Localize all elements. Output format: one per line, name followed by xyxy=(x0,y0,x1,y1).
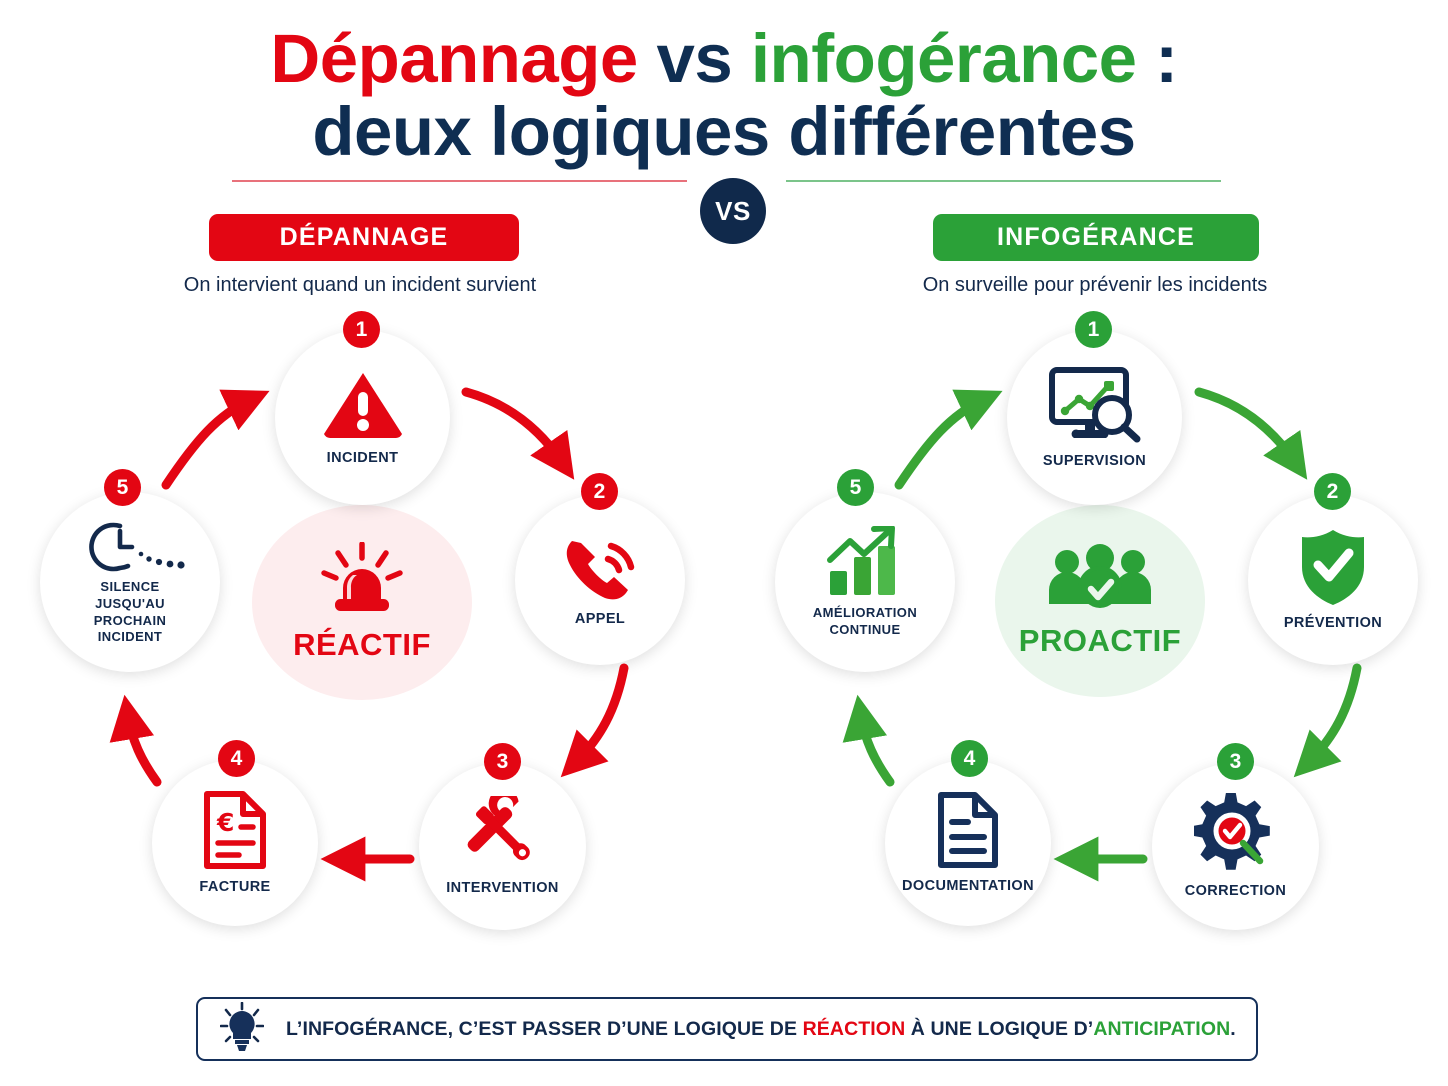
document-lines-icon xyxy=(935,790,1001,870)
center-proactif-label: PROACTIF xyxy=(1018,622,1182,658)
bar-growth-arrow-icon xyxy=(824,525,906,598)
siren-icon xyxy=(319,541,405,619)
node-amelioration[interactable]: AMÉLIORATION CONTINUE xyxy=(775,492,955,672)
node-silence-label: SILENCE JUSQU'AU PROCHAIN INCIDENT xyxy=(93,578,167,645)
node-correction[interactable]: CORRECTION xyxy=(1152,763,1319,930)
step-badge-right-1: 1 xyxy=(1075,311,1112,348)
footer-highlight-anticipation: ANTICIPATION xyxy=(1093,1017,1231,1040)
clock-dots-icon xyxy=(74,518,186,572)
step-badge-right-2: 2 xyxy=(1314,473,1351,510)
footer-text-part3: . xyxy=(1230,1017,1236,1040)
step-badge-left-3: 3 xyxy=(484,743,521,780)
subtitle-depannage: On intervient quand un incident survient xyxy=(183,274,537,296)
node-silence[interactable]: SILENCE JUSQU'AU PROCHAIN INCIDENT xyxy=(40,492,220,672)
warning-triangle-icon xyxy=(321,368,405,442)
step-badge-left-2: 2 xyxy=(581,473,618,510)
section-pill-depannage: DÉPANNAGE xyxy=(209,214,519,261)
node-facture-label: FACTURE xyxy=(199,879,271,896)
node-intervention-label: INTERVENTION xyxy=(446,879,559,896)
lightbulb-icon xyxy=(219,1001,265,1057)
node-facture[interactable]: € FACTURE xyxy=(152,760,318,926)
footer-banner: L’INFOGÉRANCE, C’EST PASSER D’UNE LOGIQU… xyxy=(196,997,1258,1061)
team-check-icon xyxy=(1046,543,1154,615)
title-line-1: Dépannage vs infogérance : xyxy=(0,22,1448,95)
title-word-vs: vs xyxy=(637,20,751,97)
footer-text: L’INFOGÉRANCE, C’EST PASSER D’UNE LOGIQU… xyxy=(286,1018,1236,1041)
step-badge-left-5: 5 xyxy=(104,469,141,506)
footer-highlight-reaction: RÉACTION xyxy=(802,1017,906,1040)
node-supervision-label: SUPERVISION xyxy=(1042,452,1147,469)
step-badge-right-5: 5 xyxy=(837,469,874,506)
center-reactif-label: RÉACTIF xyxy=(293,627,431,662)
center-reactif: RÉACTIF xyxy=(252,505,472,700)
node-incident[interactable]: INCIDENT xyxy=(275,330,450,505)
node-amelioration-label: AMÉLIORATION CONTINUE xyxy=(812,604,918,637)
node-prevention-label: PRÉVENTION xyxy=(1283,615,1383,632)
node-correction-label: CORRECTION xyxy=(1184,882,1287,899)
step-badge-left-4: 4 xyxy=(218,740,255,777)
step-badge-left-1: 1 xyxy=(343,311,380,348)
node-supervision[interactable]: SUPERVISION xyxy=(1007,330,1182,505)
node-intervention[interactable]: INTERVENTION xyxy=(419,763,586,930)
gear-check-magnifier-icon xyxy=(1193,792,1278,875)
step-badge-right-4: 4 xyxy=(951,740,988,777)
monitor-chart-magnifier-icon xyxy=(1047,365,1143,445)
shield-check-icon xyxy=(1298,527,1368,607)
footer-text-part2: À UNE LOGIQUE D’ xyxy=(905,1017,1094,1040)
page-title: Dépannage vs infogérance : deux logiques… xyxy=(0,22,1448,168)
invoice-euro-icon: € xyxy=(201,789,269,871)
center-proactif: PROACTIF xyxy=(995,505,1205,697)
title-word-infogerance: infogérance xyxy=(750,20,1137,97)
node-incident-label: INCIDENT xyxy=(326,449,399,466)
node-documentation-label: DOCUMENTATION xyxy=(902,878,1034,895)
node-appel-label: APPEL xyxy=(574,611,626,628)
section-pill-infogerance: INFOGÉRANCE xyxy=(933,214,1259,261)
divider-left xyxy=(232,180,687,182)
svg-text:€: € xyxy=(216,808,234,837)
title-word-depannage: Dépannage xyxy=(270,20,638,97)
title-line-2: deux logiques différentes xyxy=(312,93,1136,171)
node-prevention[interactable]: PRÉVENTION xyxy=(1248,495,1418,665)
phone-ringing-icon xyxy=(561,531,639,603)
subtitle-infogerance: On surveille pour prévenir les incidents xyxy=(922,274,1268,296)
step-badge-right-3: 3 xyxy=(1217,743,1254,780)
vs-badge: VS xyxy=(700,178,766,244)
node-appel[interactable]: APPEL xyxy=(515,495,685,665)
node-documentation[interactable]: DOCUMENTATION xyxy=(885,760,1051,926)
title-colon: : xyxy=(1136,20,1178,97)
divider-right xyxy=(786,180,1221,182)
wrench-screwdriver-icon xyxy=(464,795,542,872)
footer-text-part1: L’INFOGÉRANCE, C’EST PASSER D’UNE LOGIQU… xyxy=(286,1017,803,1040)
